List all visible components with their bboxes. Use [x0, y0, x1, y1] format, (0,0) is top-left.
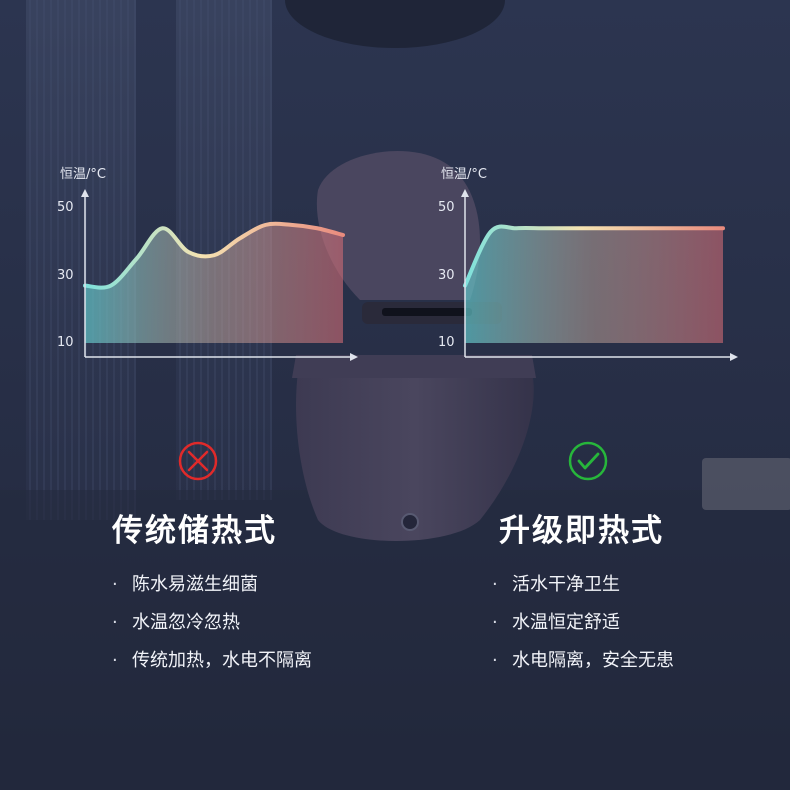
- left-title: 传统储热式: [112, 513, 277, 549]
- right-x-arrow: [730, 353, 738, 361]
- bullet-icon: ·: [492, 574, 498, 595]
- list-item: · 水温忽冷忽热: [112, 604, 312, 642]
- list-item: · 水电隔离，安全无患: [492, 642, 674, 680]
- feature-text: 陈水易滋生细菌: [132, 574, 258, 595]
- left-feature-list: · 陈水易滋生细菌 · 水温忽冷忽热 · 传统加热，水电不隔离: [112, 566, 312, 680]
- left-y-arrow: [81, 189, 89, 197]
- check-icon: [568, 441, 608, 481]
- right-title: 升级即热式: [499, 513, 664, 549]
- right-tick-50: 50: [438, 200, 455, 215]
- bullet-icon: ·: [492, 650, 498, 671]
- feature-text: 传统加热，水电不隔离: [132, 650, 312, 671]
- right-tick-10: 10: [438, 335, 455, 350]
- list-item: · 活水干净卫生: [492, 566, 674, 604]
- left-x-arrow: [350, 353, 358, 361]
- bullet-icon: ·: [112, 650, 118, 671]
- right-series-area: [465, 226, 723, 343]
- bullet-icon: ·: [492, 612, 498, 633]
- feature-text: 水电隔离，安全无患: [512, 650, 674, 671]
- right-series-line: [463, 224, 725, 288]
- feature-text: 水温忽冷忽热: [132, 612, 240, 633]
- bullet-icon: ·: [112, 612, 118, 633]
- right-feature-list: · 活水干净卫生 · 水温恒定舒适 · 水电隔离，安全无患: [492, 566, 674, 680]
- left-tick-10: 10: [57, 335, 74, 350]
- left-series-line: [83, 221, 345, 290]
- right-y-arrow: [461, 189, 469, 197]
- left-tick-50: 50: [57, 200, 74, 215]
- cross-icon: [178, 441, 218, 481]
- left-tick-30: 30: [57, 268, 74, 283]
- feature-text: 水温恒定舒适: [512, 612, 620, 633]
- list-item: · 陈水易滋生细菌: [112, 566, 312, 604]
- toilet-illustration: [292, 151, 536, 541]
- left-series-area: [85, 223, 343, 343]
- list-item: · 水温恒定舒适: [492, 604, 674, 642]
- bullet-icon: ·: [112, 574, 118, 595]
- right-chart-unit-label: 恒温/°C: [441, 167, 487, 182]
- left-chart-unit-label: 恒温/°C: [60, 167, 106, 182]
- list-item: · 传统加热，水电不隔离: [112, 642, 312, 680]
- feature-text: 活水干净卫生: [512, 574, 620, 595]
- right-tick-30: 30: [438, 268, 455, 283]
